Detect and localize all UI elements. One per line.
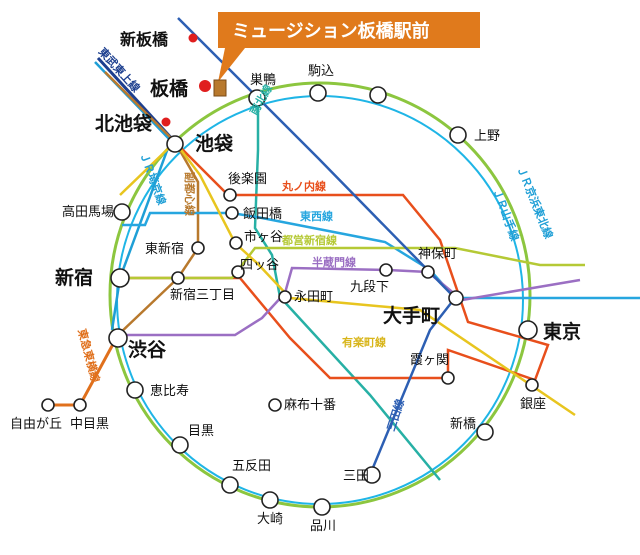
gotanda-station[interactable] xyxy=(221,476,239,494)
toei-shinjuku-line xyxy=(120,246,585,280)
ichigaya-station[interactable] xyxy=(229,236,243,250)
jiyugaoka-station[interactable] xyxy=(41,398,55,412)
title-banner xyxy=(218,12,480,48)
station-label: 駒込 xyxy=(308,64,334,79)
station-label: 東京 xyxy=(543,320,581,343)
station-label: 永田町 xyxy=(294,290,333,305)
hanzomon-line xyxy=(118,266,581,337)
sugamo-station[interactable] xyxy=(248,89,266,107)
meguro-station[interactable] xyxy=(171,436,189,454)
station-label: 品川 xyxy=(310,519,336,534)
namboku-line xyxy=(253,98,441,481)
station-label: 新板橋 xyxy=(120,30,169,49)
station-label: 新宿 xyxy=(55,266,93,289)
station-label: 新宿三丁目 xyxy=(170,287,235,303)
ueno-station[interactable] xyxy=(449,126,467,144)
title-pointer xyxy=(218,48,245,82)
ebisu-station[interactable] xyxy=(126,381,144,399)
page-title: ミュージション板橋駅前 xyxy=(232,20,430,42)
nakameguro-station[interactable] xyxy=(73,398,87,412)
station-label: 市ヶ谷 xyxy=(244,229,283,245)
station-label: 池袋 xyxy=(195,132,234,155)
shinagawa-station[interactable] xyxy=(313,498,331,516)
kudanshita-station[interactable] xyxy=(379,263,393,277)
fukutoshin-line xyxy=(104,71,200,336)
yotsuya-station[interactable] xyxy=(231,265,245,279)
otemachi-station[interactable] xyxy=(448,290,464,306)
nagatacho-station[interactable] xyxy=(278,290,292,304)
station-label: 銀座 xyxy=(520,397,546,412)
station-label: 北池袋 xyxy=(95,112,153,135)
shinjuku-station[interactable] xyxy=(110,268,130,288)
station-label: 中目黒 xyxy=(70,417,109,432)
shinjuku-sanchome-station[interactable] xyxy=(171,271,185,285)
station-label: 飯田橋 xyxy=(243,207,282,222)
line-label-hanzomon: 半蔵門線 xyxy=(312,255,356,269)
property-marker xyxy=(213,79,227,97)
mita-line xyxy=(177,17,457,471)
station-label: 五反田 xyxy=(232,459,271,474)
station-label: 新橋 xyxy=(450,416,476,432)
station-label: 板橋 xyxy=(150,77,189,100)
kasumigaseki-station[interactable] xyxy=(441,371,455,385)
station-label: 高田馬場 xyxy=(62,204,114,220)
station-label: 麻布十番 xyxy=(284,398,336,413)
jimbocho-station[interactable] xyxy=(421,265,435,279)
station-label: 大手町 xyxy=(383,304,440,327)
higashi-shinjuku-station[interactable] xyxy=(191,241,205,255)
station-label: 後楽園 xyxy=(228,171,267,187)
station-label: 上野 xyxy=(474,129,500,144)
station-label: 自由が丘 xyxy=(10,417,62,432)
shibuya-station[interactable] xyxy=(108,328,128,348)
line-label-toyoko: 東急東横線 xyxy=(75,327,103,384)
station-label: 神保町 xyxy=(418,247,457,262)
line-label-marunouchi: 丸ノ内線 xyxy=(281,179,326,193)
ikebukuro-station[interactable] xyxy=(166,135,184,153)
station-label: 三田 xyxy=(343,469,369,484)
komagome-station[interactable] xyxy=(309,84,327,102)
kita-ikebukuro-marker xyxy=(161,117,171,127)
ginza-station[interactable] xyxy=(525,378,539,392)
tokyo-station[interactable] xyxy=(518,320,538,340)
osaki-station[interactable] xyxy=(261,491,279,509)
station-label: 大崎 xyxy=(257,512,283,527)
mita-station[interactable] xyxy=(363,466,381,484)
shin-itabashi-marker xyxy=(188,33,198,43)
line-label-shinjuku: 都営新宿線 xyxy=(281,233,337,247)
station-label: 渋谷 xyxy=(128,338,167,361)
nishinippori-station[interactable] xyxy=(369,86,387,104)
takadanobaba-station[interactable] xyxy=(113,203,131,221)
station-label: 九段下 xyxy=(350,280,389,295)
azabujuban-station[interactable] xyxy=(268,398,282,412)
line-label-tozai: 東西線 xyxy=(300,209,333,223)
station-label: 目黒 xyxy=(188,424,214,439)
line-label-fukutoshin: 副都心線 xyxy=(183,172,197,216)
iidabashi-station[interactable] xyxy=(225,206,239,220)
itabashi-marker xyxy=(199,80,211,92)
station-markers xyxy=(41,84,539,516)
station-label: 四ッ谷 xyxy=(240,258,279,273)
shimbashi-station[interactable] xyxy=(476,423,494,441)
line-label-yamanote: ＪＲ山手線 xyxy=(490,186,522,242)
korakuen-station[interactable] xyxy=(223,188,237,202)
station-label: 霞ヶ関 xyxy=(410,353,449,368)
station-label: 東新宿 xyxy=(145,241,184,257)
station-label: 恵比寿 xyxy=(150,384,189,399)
station-label: 巣鴨 xyxy=(250,73,276,88)
line-label-yurakucho: 有楽町線 xyxy=(342,335,386,349)
